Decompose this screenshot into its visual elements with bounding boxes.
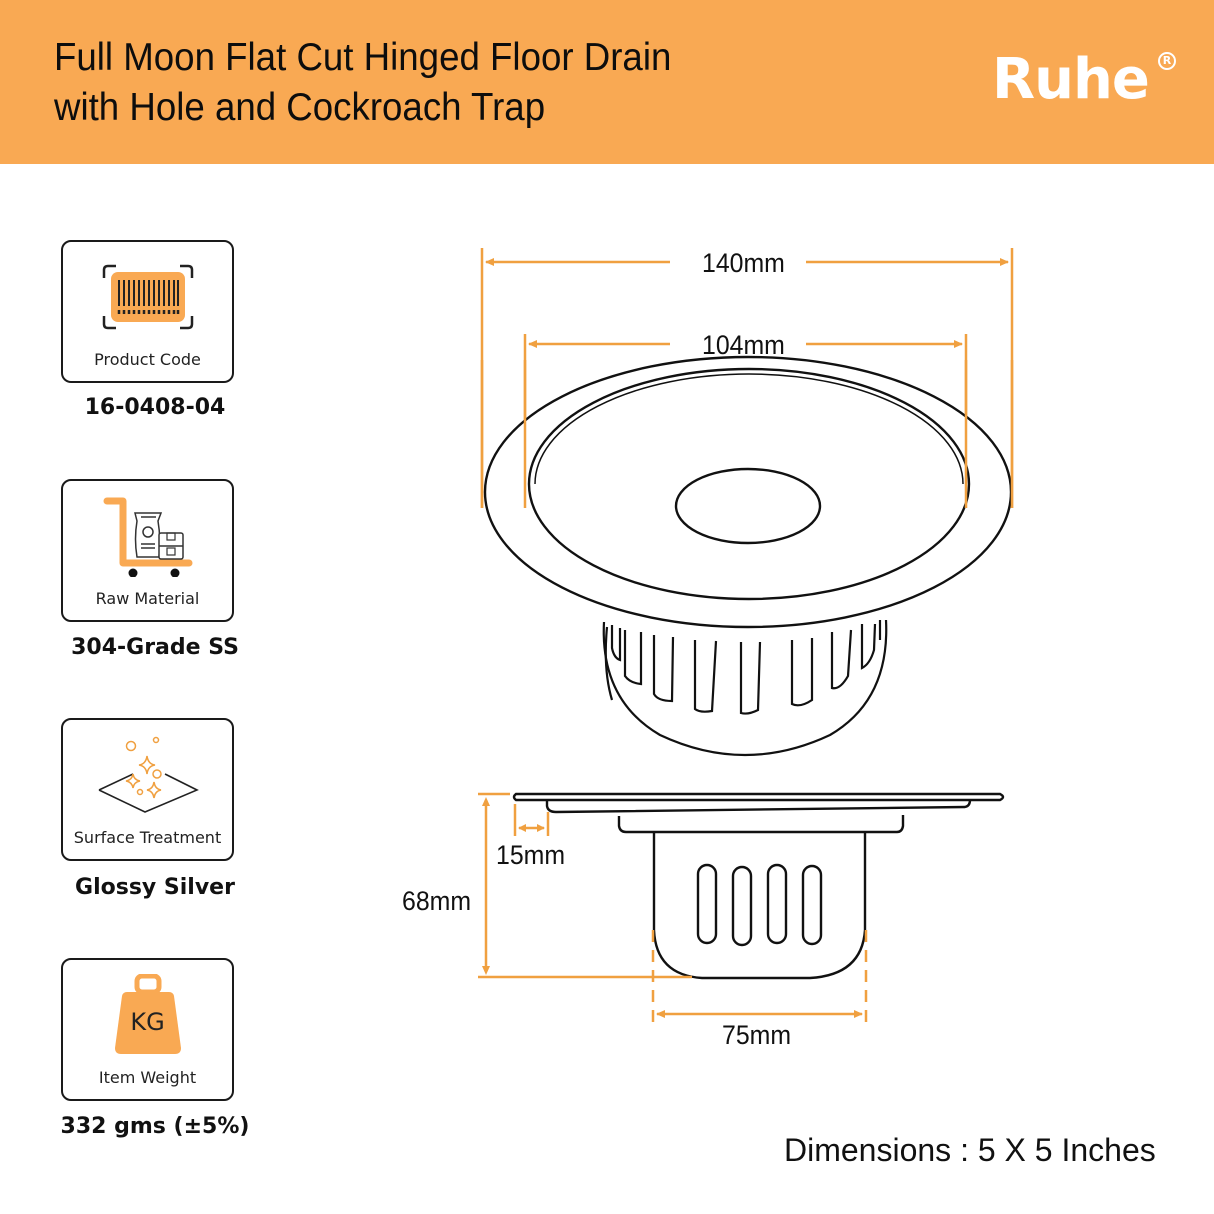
spec-label: Product Code bbox=[94, 350, 201, 369]
dim-total-height: 68mm bbox=[402, 886, 472, 916]
dim-outer-diameter: 140mm bbox=[702, 248, 785, 278]
overall-dimensions: Dimensions : 5 X 5 Inches bbox=[784, 1132, 1156, 1168]
title-line-2: with Hole and Cockroach Trap bbox=[54, 86, 546, 129]
dim-rim-width: 15mm bbox=[496, 840, 566, 870]
cart-material-icon bbox=[103, 497, 192, 577]
spec-card-item-weight: KG Item Weight bbox=[61, 958, 234, 1101]
product-title: Full Moon Flat Cut Hinged Floor Drain wi… bbox=[54, 33, 671, 133]
item-weight-value: 332 gms (±5%) bbox=[60, 1114, 250, 1139]
brand-logo: Ruhe bbox=[992, 47, 1150, 112]
sparkle-surface-icon bbox=[98, 736, 199, 813]
spec-label: Surface Treatment bbox=[73, 828, 222, 847]
side-view-dimensions bbox=[478, 792, 868, 1026]
barcode-scan-icon bbox=[102, 264, 193, 330]
weight-kg-icon: KG bbox=[113, 974, 183, 1056]
surface-treatment-value: Glossy Silver bbox=[75, 875, 235, 900]
header-banner: Full Moon Flat Cut Hinged Floor Drain wi… bbox=[0, 0, 1214, 164]
drain-plate-top-view bbox=[483, 355, 1013, 629]
dim-body-width: 75mm bbox=[722, 1020, 792, 1050]
drain-side-view bbox=[512, 792, 1005, 980]
registered-mark-icon: R bbox=[1158, 52, 1176, 70]
kg-text: KG bbox=[130, 1008, 165, 1036]
spec-card-surface-treatment: Surface Treatment bbox=[61, 718, 234, 861]
spec-label: Raw Material bbox=[95, 589, 200, 608]
product-code-value: 16-0408-04 bbox=[84, 395, 226, 420]
dim-inner-diameter: 104mm bbox=[702, 330, 785, 360]
basket-top-view bbox=[602, 619, 888, 757]
spec-label: Item Weight bbox=[98, 1068, 197, 1087]
title-line-1: Full Moon Flat Cut Hinged Floor Drain bbox=[54, 36, 672, 79]
raw-material-value: 304-Grade SS bbox=[71, 635, 239, 660]
spec-card-product-code: Product Code bbox=[61, 240, 234, 383]
spec-card-raw-material: Raw Material bbox=[61, 479, 234, 622]
